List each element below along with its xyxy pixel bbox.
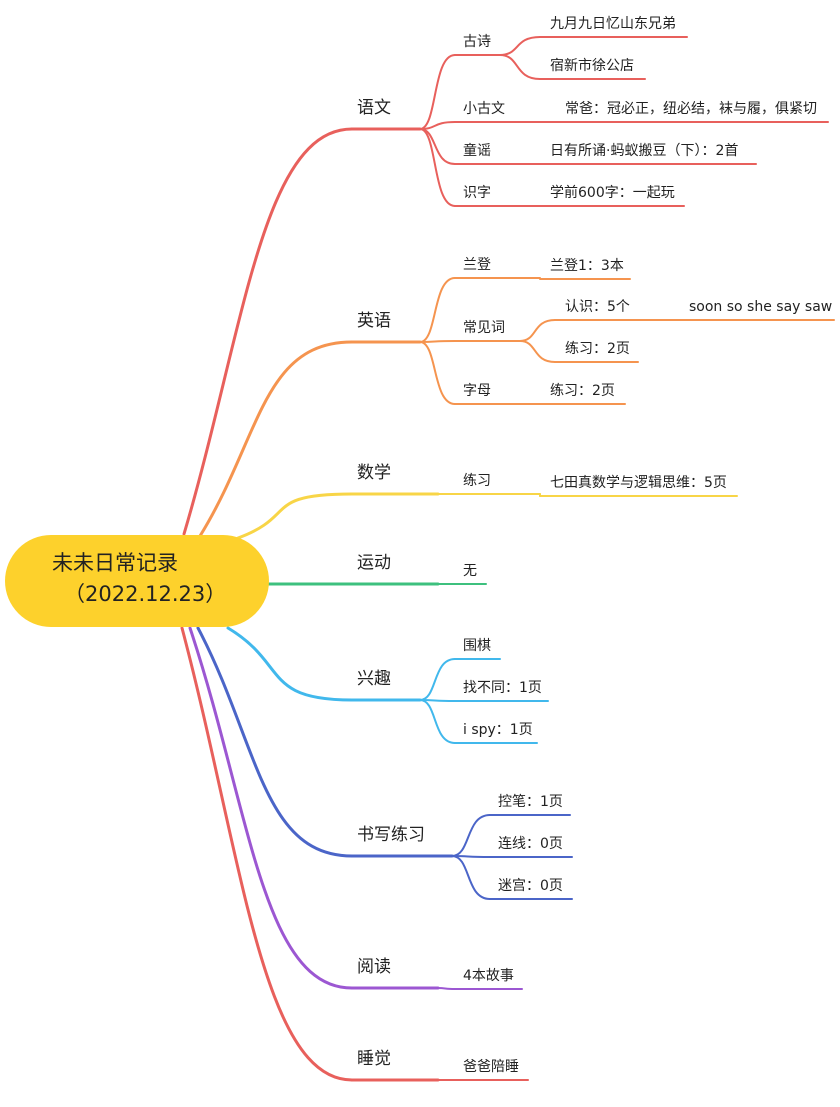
sub-connector-5-0 [451,814,491,857]
branch-line-0 [182,127,354,536]
leaf-node-1-1-1[interactable]: 练习：2页 [565,341,630,357]
sub-node-0-0[interactable]: 古诗 [463,34,491,50]
branch-line-4 [226,626,354,702]
leaf-connector-0-0-1 [499,54,541,80]
leaf-node-2-0-0[interactable]: 七田真数学与逻辑思维：5页 [550,475,727,491]
leaf-node-0-0-1[interactable]: 宿新市徐公店 [550,58,634,74]
sub-connector-0-3 [419,128,456,207]
sub-connector-1-0 [419,277,456,343]
sub-connector-0-2 [419,128,456,165]
category-2[interactable]: 数学 [357,463,391,483]
branch-line-6 [188,626,354,990]
root-title: 未未日常记录 [52,551,178,575]
sub-node-1-1[interactable]: 常见词 [463,320,505,336]
leaf-node-0-3-0[interactable]: 学前600字：一起玩 [550,185,675,201]
sub-node-6-0[interactable]: 4本故事 [463,968,514,984]
branch-line-1 [198,340,354,538]
root-node[interactable] [5,535,269,627]
category-0[interactable]: 语文 [357,98,391,118]
leaf-node-0-2-0[interactable]: 日有所诵·蚂蚁搬豆（下）：2首 [550,143,739,159]
leaf-node-1-2-0[interactable]: 练习：2页 [550,383,615,399]
sub-connector-1-1 [419,340,456,343]
sub-node-4-2[interactable]: i spy：1页 [463,722,533,738]
sub-node-5-2[interactable]: 迷宫：0页 [498,878,563,894]
sub-connector-6-0 [437,987,456,990]
leaf-connector-0-0-0 [499,36,541,56]
sub-node-5-0[interactable]: 控笔：1页 [498,794,563,810]
category-3[interactable]: 运动 [357,553,391,573]
leaf-connector-1-1-1 [519,340,556,363]
sub-node-0-2[interactable]: 童谣 [463,143,491,159]
leaf-node-0-0-0[interactable]: 九月九日忆山东兄弟 [550,16,676,32]
sub-node-7-0[interactable]: 爸爸陪睡 [463,1059,519,1075]
sub-node-3-0[interactable]: 无 [463,563,477,579]
category-6[interactable]: 阅读 [357,957,391,977]
branch-line-5 [196,626,354,858]
leaf-node-1-1-0[interactable]: 认识：5个 [565,299,630,315]
leaf-node-1-1-0-0[interactable]: soon so she say saw [689,299,833,315]
sub-node-1-0[interactable]: 兰登 [463,257,491,273]
leaf-node-0-1-0[interactable]: 常爸：冠必正，纽必结，袜与履，俱紧切 [565,101,817,117]
sub-connector-5-2 [451,855,491,900]
sub-connector-4-2 [419,699,456,744]
leaf-node-1-0-0[interactable]: 兰登1：3本 [550,258,624,274]
category-1[interactable]: 英语 [357,311,391,331]
sub-node-1-2[interactable]: 字母 [463,383,491,399]
leaf-connector-1-1-0 [519,319,556,342]
root-date: （2022.12.23） [64,582,227,606]
category-4[interactable]: 兴趣 [357,669,391,689]
category-7[interactable]: 睡觉 [357,1049,391,1069]
branch-line-7 [180,626,354,1082]
sub-node-0-1[interactable]: 小古文 [463,101,505,117]
sub-node-0-3[interactable]: 识字 [463,185,491,201]
sub-node-4-0[interactable]: 围棋 [463,638,491,654]
sub-connector-4-0 [419,658,456,701]
sub-node-2-0[interactable]: 练习 [463,473,491,489]
sub-node-5-1[interactable]: 连线：0页 [498,836,563,852]
sub-connector-1-2 [419,341,456,405]
sub-connector-0-0 [419,54,456,130]
category-5[interactable]: 书写练习 [357,825,425,845]
branch-line-2 [236,492,354,540]
sub-node-4-1[interactable]: 找不同：1页 [463,680,542,696]
